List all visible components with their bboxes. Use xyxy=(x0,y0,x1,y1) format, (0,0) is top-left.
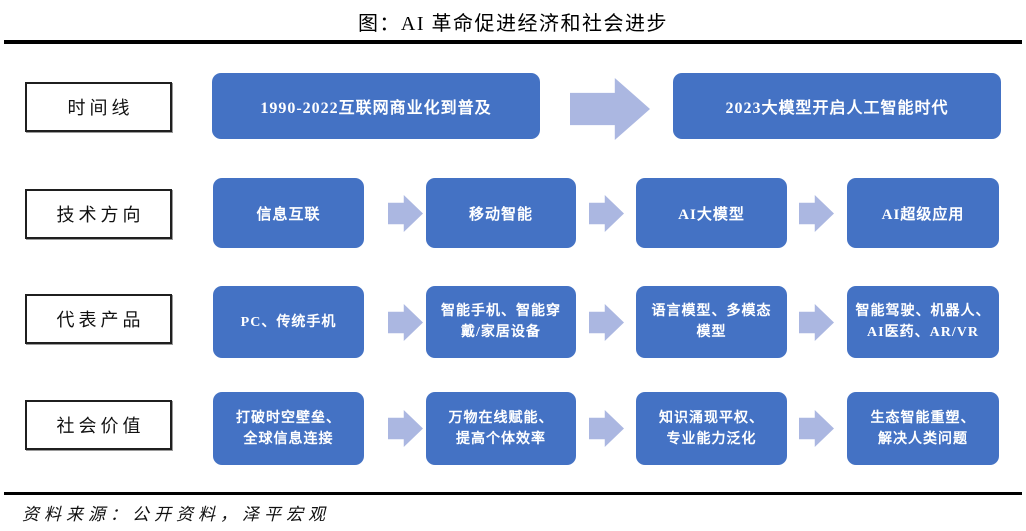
row-label-tech-direction: 技术方向 xyxy=(25,189,172,239)
row-label-products: 代表产品 xyxy=(25,294,172,344)
right-arrow-icon xyxy=(388,304,423,341)
right-arrow-icon xyxy=(799,304,834,341)
tech-box-ai-large-model: AI大模型 xyxy=(636,178,787,248)
figure-title: 图：AI 革命促进经济和社会进步 xyxy=(357,13,669,35)
product-box-smart-devices: 智能手机、智能穿 戴/家居设备 xyxy=(426,286,576,358)
bottom-rule xyxy=(4,492,1022,495)
product-box-language-models: 语言模型、多模态 模型 xyxy=(636,286,787,358)
tech-box-info-internet: 信息互联 xyxy=(213,178,364,248)
right-arrow-icon xyxy=(388,195,423,232)
timeline-stage-ai-era: 2023大模型开启人工智能时代 xyxy=(673,73,1001,139)
right-arrow-icon xyxy=(589,410,624,447)
big-right-arrow-icon xyxy=(570,78,650,140)
tech-box-mobile-intelligence: 移动智能 xyxy=(426,178,576,248)
value-box-eco-intelligence: 生态智能重塑、 解决人类问题 xyxy=(847,392,999,465)
value-box-global-connection: 打破时空壁垒、 全球信息连接 xyxy=(213,392,364,465)
timeline-stage-internet: 1990-2022互联网商业化到普及 xyxy=(212,73,540,139)
source-note: 资料来源：公开资料，泽平宏观 xyxy=(22,505,330,524)
product-box-pc-phone: PC、传统手机 xyxy=(213,286,364,358)
row-label-text: 代表产品 xyxy=(56,310,145,330)
row-label-text: 时间线 xyxy=(67,98,134,118)
row-label-text: 社会价值 xyxy=(56,416,145,436)
right-arrow-icon xyxy=(799,195,834,232)
row-label-text: 技术方向 xyxy=(56,205,145,225)
top-rule xyxy=(4,40,1022,44)
right-arrow-icon xyxy=(589,195,624,232)
right-arrow-icon xyxy=(589,304,624,341)
tech-box-ai-super-app: AI超级应用 xyxy=(847,178,999,248)
value-box-knowledge-equality: 知识涌现平权、 专业能力泛化 xyxy=(636,392,787,465)
right-arrow-icon xyxy=(799,410,834,447)
right-arrow-icon xyxy=(388,410,423,447)
product-box-ai-applications: 智能驾驶、机器人、 AI医药、AR/VR xyxy=(847,286,999,358)
row-label-timeline: 时间线 xyxy=(25,82,172,132)
value-box-online-efficiency: 万物在线赋能、 提高个体效率 xyxy=(426,392,576,465)
row-label-social-value: 社会价值 xyxy=(25,400,172,450)
